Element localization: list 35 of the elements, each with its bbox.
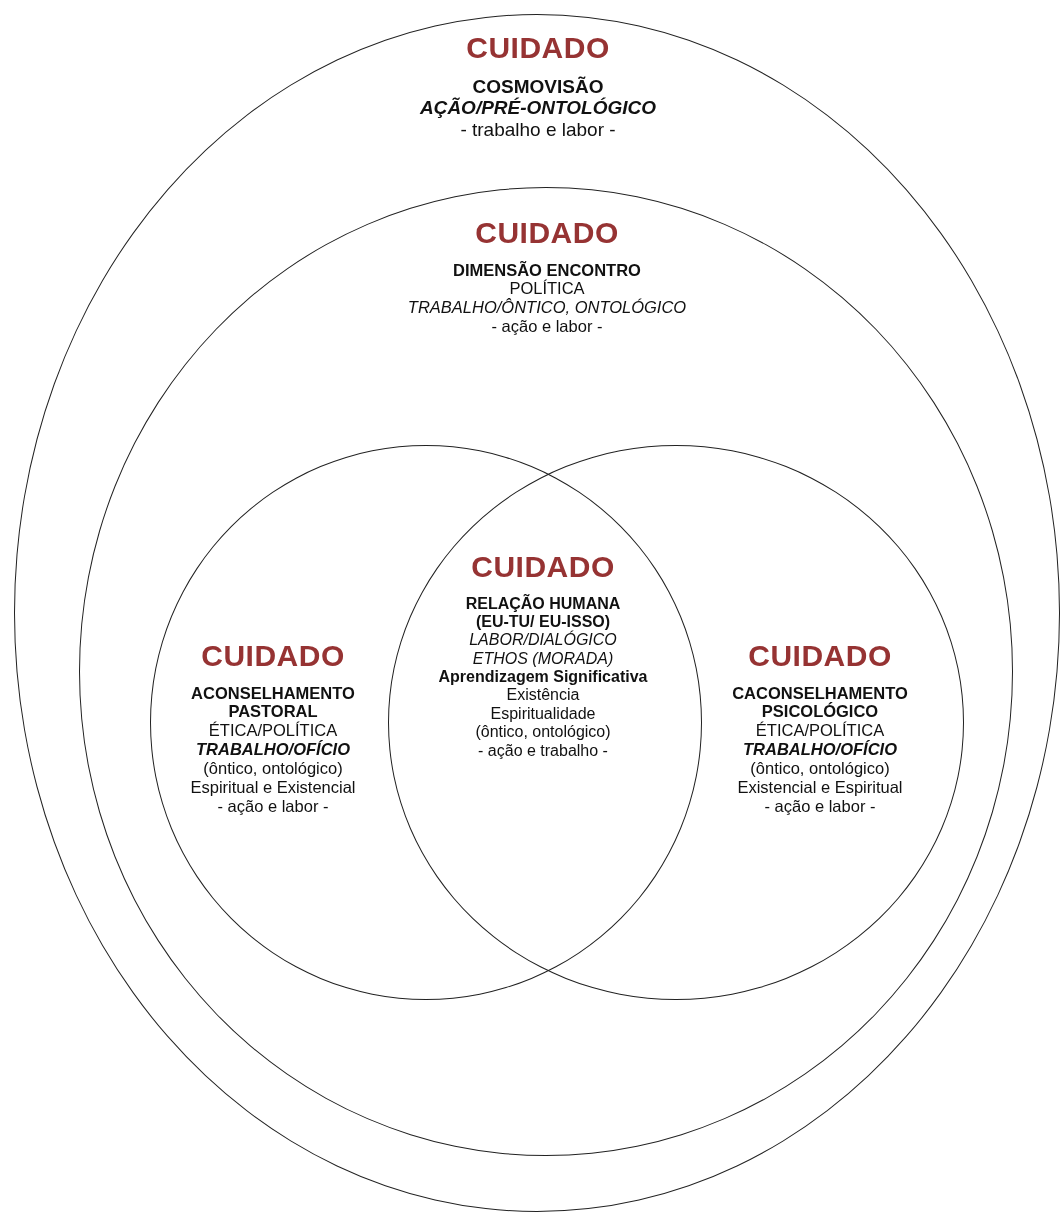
text-line: ÉTICA/POLÍTICA xyxy=(208,721,338,740)
text-line: (ôntico, ontológico) xyxy=(203,759,343,779)
left-circle xyxy=(150,445,702,1000)
text-line: COSMOVISÃO xyxy=(472,75,604,97)
text-line: - ação e labor - xyxy=(217,797,329,817)
text-line: Existencial e Espiritual xyxy=(737,778,903,798)
text-line: TRABALHO/OFÍCIO xyxy=(743,740,897,760)
text-line: - trabalho e labor - xyxy=(460,119,616,142)
text-line: CACONSELHAMENTO PSICOLÓGICO xyxy=(731,683,909,721)
text-line: ÉTICA/POLÍTICA xyxy=(755,721,885,740)
text-line: Aprendizagem Significativa xyxy=(438,668,648,687)
heading: CUIDADO xyxy=(748,639,892,674)
text-line: - ação e trabalho - xyxy=(478,741,608,760)
text-line: - ação e labor - xyxy=(491,317,603,337)
text-line: POLÍTICA xyxy=(509,279,585,298)
heading: CUIDADO xyxy=(201,639,345,674)
text-line: LABOR/DIALÓGICO ETHOS (MORADA) xyxy=(468,631,618,669)
heading: CUIDADO xyxy=(471,550,615,585)
text-line: AÇÃO/PRÉ-ONTOLÓGICO xyxy=(419,97,657,120)
text-line: TRABALHO/ÔNTICO, ONTOLÓGICO xyxy=(407,298,687,318)
text-line: DIMENSÃO ENCONTRO xyxy=(453,260,641,279)
right-circle xyxy=(388,445,964,1000)
text-line: - ação e labor - xyxy=(764,797,876,817)
text-line: (ôntico, ontológico) xyxy=(475,723,611,742)
text-line: ACONSELHAMENTO PASTORAL xyxy=(190,683,356,721)
text-line: (ôntico, ontológico) xyxy=(750,759,890,779)
text-line: Espiritual e Existencial xyxy=(190,778,356,798)
heading: CUIDADO xyxy=(475,216,619,251)
text-line: Existência xyxy=(506,686,580,705)
outer-ellipse xyxy=(14,14,1060,1212)
text-line: Espiritualidade xyxy=(490,704,596,724)
text-line: TRABALHO/OFÍCIO xyxy=(196,740,350,760)
inner-ellipse xyxy=(79,187,1013,1156)
text-line: RELAÇÃO HUMANA (EU-TU/ EU-ISSO) xyxy=(464,594,622,632)
heading: CUIDADO xyxy=(466,31,610,66)
